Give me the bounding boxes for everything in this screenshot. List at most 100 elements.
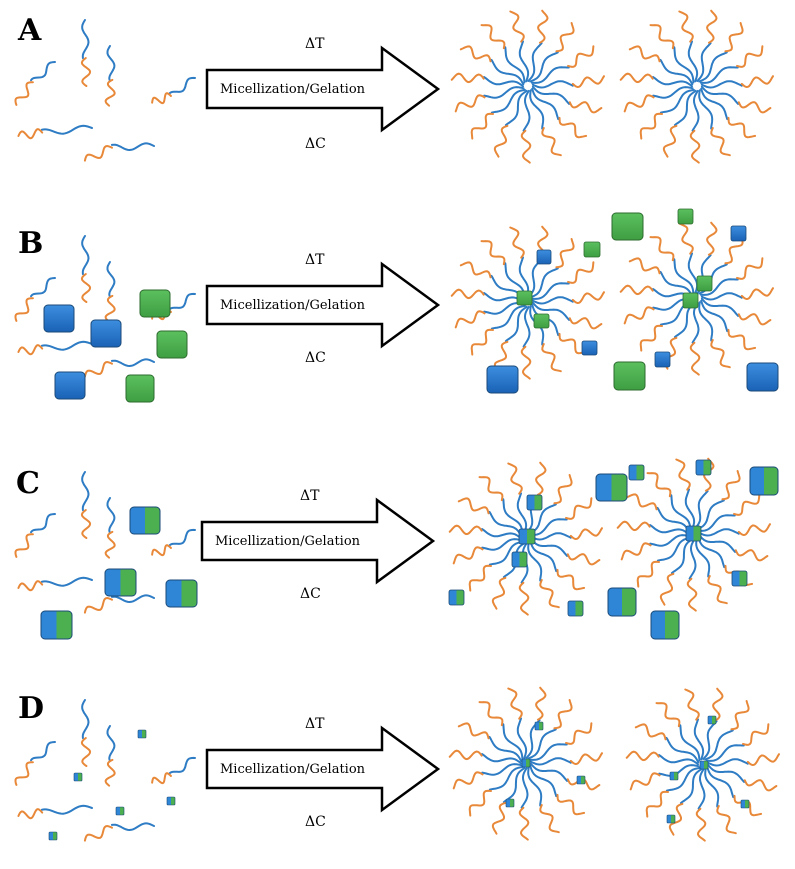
panel-letter-c: C — [16, 466, 40, 501]
hydrophobic-drug — [90, 319, 122, 348]
amphiphilic-drug — [650, 610, 680, 640]
hydrophobic-chain — [693, 718, 705, 761]
hydrophilic-chain — [689, 341, 701, 376]
hydrophobic-chain — [659, 270, 694, 298]
hydrophilic-chain — [457, 722, 490, 740]
hydrophilic-chain — [710, 127, 731, 157]
hydrophilic-chain — [569, 752, 603, 766]
amphiphilic-drug — [595, 473, 628, 502]
small-amphiphilic-drug — [740, 799, 750, 809]
hydrophobic-chain — [688, 537, 697, 580]
hydrophobic-chain — [518, 40, 530, 83]
hydrophilic-chain — [507, 462, 523, 495]
hydrophobic-chain — [168, 528, 196, 547]
hydrophobic-chain — [40, 804, 93, 815]
hydrophilic-chain — [675, 458, 691, 491]
hydrophilic-chain — [491, 576, 507, 610]
amphiphilic-drug — [749, 466, 779, 496]
hydrophobic-chain — [658, 754, 699, 766]
hydrophilic-chain — [553, 699, 573, 730]
hydrophilic-chain — [655, 702, 681, 728]
micelle-c-2 — [616, 457, 771, 612]
hydrophobic-chain — [706, 765, 735, 799]
hydrophobic-chain — [698, 51, 728, 83]
hydrophilic-chain — [649, 236, 675, 262]
hydrophobic-drug — [581, 340, 598, 356]
hydrophobic-chain — [40, 340, 93, 351]
hydrophobic-chain — [527, 728, 557, 760]
hydrophobic-chain — [483, 86, 525, 99]
hydrophobic-drug — [730, 225, 747, 242]
hydrophilic-chain — [535, 461, 547, 496]
hydrophobic-chain — [659, 88, 695, 114]
concentration-change-a: ΔC — [305, 136, 326, 152]
hydrophilic-chain — [568, 317, 603, 330]
hydrophilic-chain — [737, 313, 772, 326]
hydrophobic-chain — [698, 89, 714, 130]
hydrophobic-chain — [673, 89, 697, 126]
hydrophobic-chain — [693, 490, 709, 530]
hydrophilic-chain — [454, 310, 486, 329]
hydrophilic-chain — [541, 127, 562, 157]
hydrophilic-chain — [452, 546, 484, 565]
arrow-label-c: Micellization/Gelation — [215, 534, 361, 549]
hydrophobic-chain — [30, 61, 56, 82]
hydrophobic-chain — [110, 594, 155, 604]
amphiphilic-drug — [607, 587, 637, 617]
hydrophilic-chain — [710, 339, 731, 369]
amphiphilic-drug — [40, 610, 73, 640]
hydrophilic-chain — [83, 596, 113, 614]
hydrophilic-chain — [539, 804, 560, 834]
hydrophilic-chain — [14, 761, 34, 786]
hydrophobic-chain — [516, 492, 528, 535]
panel-letter-b: B — [18, 226, 43, 261]
hydrophilic-chain — [468, 789, 492, 817]
hydrophobic-chain — [684, 488, 696, 531]
hydrophilic-chain — [678, 10, 694, 43]
hydrophobic-chain — [670, 537, 694, 574]
hydrophilic-chain — [571, 291, 605, 305]
hydrophobic-chain — [699, 278, 739, 296]
hydrophilic-chain — [571, 75, 605, 89]
hydrophilic-chain — [634, 723, 667, 741]
hydrophilic-chain — [721, 470, 741, 501]
hydrophilic-chain — [450, 72, 485, 84]
hydrophilic-chain — [646, 472, 672, 498]
hydrophilic-chain — [727, 116, 757, 139]
panel-letter-a: A — [17, 13, 42, 48]
hydrophobic-chain — [679, 767, 703, 804]
hydrophobic-chain — [529, 539, 558, 573]
hydrophilic-chain — [684, 688, 700, 721]
arrow-shape — [205, 261, 441, 349]
hydrophobic-chain — [695, 499, 725, 531]
hydrophobic-chain — [516, 717, 528, 760]
hydrophilic-chain — [459, 45, 492, 63]
hydrophobic-chain — [488, 735, 523, 763]
hydrophobic-drug — [536, 249, 552, 265]
hydrophilic-chain — [457, 497, 490, 515]
free-copolymers-b — [14, 235, 196, 378]
hydrophilic-drug — [696, 275, 713, 292]
hydrophilic-chain — [746, 753, 780, 767]
hydrophobic-drug — [654, 351, 671, 368]
hydrophobic-chain — [649, 534, 691, 547]
hydrophilic-chain — [659, 572, 675, 606]
hydrophilic-chain — [555, 238, 575, 269]
temperature-change-a: ΔT — [305, 36, 325, 52]
hydrophilic-chain — [454, 94, 486, 113]
hydrophobic-chain — [706, 763, 746, 783]
hydrophobic-chain — [673, 258, 695, 296]
hydrophilic-chain — [740, 75, 774, 89]
hydrophobic-chain — [699, 66, 739, 84]
hydrophilic-chain — [730, 700, 750, 731]
arrow-shape — [200, 497, 436, 585]
hydrophilic-chain — [83, 360, 113, 378]
hydrophilic-chain — [491, 801, 507, 835]
hydrophilic-chain — [17, 128, 44, 140]
hydrophilic-drug — [156, 330, 188, 359]
panel-d: D Micellization/Gelation ΔT ΔC — [14, 686, 780, 842]
hydrophilic-chain — [493, 124, 509, 158]
hydrophilic-chain — [558, 332, 588, 355]
small-amphiphilic-drug — [534, 721, 544, 731]
